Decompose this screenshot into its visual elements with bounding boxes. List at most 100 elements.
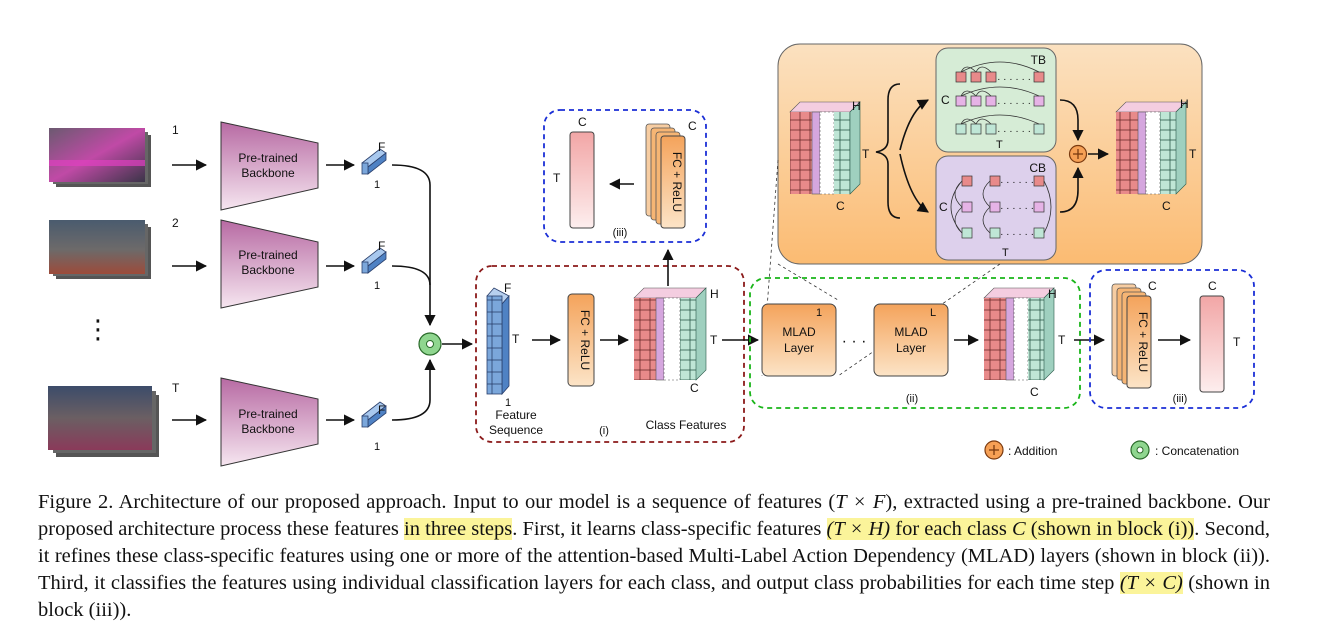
- svg-text:1: 1: [816, 307, 822, 319]
- frame-stack-T: [48, 386, 159, 457]
- feat-dim-label: F: [378, 140, 385, 154]
- svg-text:Layer: Layer: [784, 341, 814, 355]
- svg-text:Pre-trained: Pre-trained: [238, 151, 297, 165]
- svg-text:C: C: [941, 93, 950, 107]
- svg-text:H: H: [1048, 287, 1057, 301]
- highlight-t-by-c: (T × C): [1119, 572, 1183, 594]
- svg-text:C: C: [939, 200, 948, 214]
- svg-text:· · · · · ·: · · · · · ·: [1000, 203, 1034, 214]
- feature-vector-T: [361, 401, 387, 428]
- block-iii-right-frame: [1089, 269, 1255, 409]
- svg-text:Backbone: Backbone: [241, 263, 295, 277]
- frame-index-1: 1: [172, 123, 179, 137]
- cb-node-grid: [950, 175, 1052, 239]
- svg-text:FC + ReLU: FC + ReLU: [1136, 312, 1150, 372]
- svg-text:T: T: [710, 333, 718, 347]
- svg-text:Backbone: Backbone: [241, 422, 295, 436]
- svg-text:Pre-trained: Pre-trained: [238, 248, 297, 262]
- svg-text:Layer: Layer: [896, 341, 926, 355]
- block-i-label: (i): [599, 425, 609, 437]
- svg-text:C: C: [690, 381, 699, 395]
- svg-text:C: C: [836, 199, 845, 213]
- svg-text:H: H: [1180, 97, 1189, 111]
- feat-len-label: 1: [374, 179, 380, 191]
- mlad-ellipsis: · · ·: [842, 333, 867, 350]
- legend-concatenation-icon: [1130, 440, 1150, 460]
- svg-text:· · · · · ·: · · · · · ·: [1000, 177, 1034, 188]
- svg-text:FC + ReLU: FC + ReLU: [670, 152, 684, 212]
- feature-sequence-caption-2: Sequence: [489, 423, 543, 437]
- addition-icon: [1068, 144, 1088, 164]
- block-iii-top-label: (iii): [613, 227, 628, 239]
- block-i-frame: [475, 265, 745, 443]
- mlad-layer-detail-panel: [777, 43, 1203, 265]
- svg-text:T: T: [553, 171, 561, 185]
- svg-text:1: 1: [374, 280, 380, 292]
- block-iii-right-label: (iii): [1173, 393, 1188, 405]
- svg-text:Pre-trained: Pre-trained: [238, 407, 297, 421]
- highlight-three-steps: in three steps: [404, 518, 513, 540]
- svg-text:· · · · · ·: · · · · · ·: [997, 126, 1031, 137]
- frame-index-T: T: [172, 381, 180, 395]
- output-probabilities-top: [569, 131, 595, 229]
- svg-text:F: F: [378, 239, 385, 253]
- block-ii-label: (ii): [906, 393, 918, 405]
- concatenation-icon: [418, 332, 442, 356]
- svg-text:Backbone: Backbone: [241, 166, 295, 180]
- svg-text:T: T: [1002, 247, 1009, 259]
- backbone-2: Pre-trained Backbone: [220, 219, 319, 309]
- class-features-caption: Class Features: [646, 418, 727, 432]
- svg-text:H: H: [852, 99, 861, 113]
- svg-text:1: 1: [374, 441, 380, 453]
- frame-stack-1: [49, 128, 151, 187]
- backbone-1: Pre-trained Backbone: [220, 121, 319, 211]
- fc-relu-stack-top: FC + ReLU: [645, 123, 686, 229]
- class-features-tensor: [633, 287, 707, 381]
- legend-concatenation-label: : Concatenation: [1155, 444, 1239, 458]
- legend-addition-icon: [984, 440, 1004, 460]
- svg-text:H: H: [710, 287, 719, 301]
- fc-relu-block-i: FC + ReLU: [567, 293, 595, 387]
- svg-text:F: F: [378, 403, 385, 417]
- frame-stack-2: [49, 220, 151, 279]
- svg-text:C: C: [1030, 385, 1039, 399]
- svg-text:FC + ReLU: FC + ReLU: [578, 310, 592, 370]
- svg-text:C: C: [1148, 279, 1157, 293]
- frames-vertical-ellipsis: ⋮: [85, 314, 111, 344]
- feature-vector-2: [361, 247, 387, 274]
- svg-text:T: T: [996, 139, 1003, 151]
- legend-addition-label: : Addition: [1008, 444, 1057, 458]
- svg-text:MLAD: MLAD: [782, 325, 816, 339]
- svg-text:F: F: [504, 281, 511, 295]
- tb-label: TB: [1031, 53, 1046, 67]
- svg-text:1: 1: [505, 397, 511, 409]
- svg-text:· · · · · ·: · · · · · ·: [997, 98, 1031, 109]
- zoom-output-tensor: [1115, 101, 1187, 195]
- output-probabilities-right: [1199, 295, 1225, 393]
- feature-vector-1: [361, 148, 387, 175]
- svg-text:C: C: [1162, 199, 1171, 213]
- cb-label: CB: [1029, 161, 1046, 175]
- architecture-diagram: 1 2 ⋮ T Pre-trained Backbone Pre-trained…: [48, 43, 1255, 467]
- svg-text:MLAD: MLAD: [894, 325, 928, 339]
- svg-text:T: T: [1189, 147, 1197, 161]
- feature-sequence-tensor: [486, 287, 510, 396]
- svg-text:· · · · · ·: · · · · · ·: [997, 74, 1031, 85]
- refined-class-features-tensor: [983, 287, 1055, 381]
- feature-sequence-caption-1: Feature: [495, 408, 537, 422]
- block-ii-frame: [749, 277, 1081, 409]
- figure-caption: Figure 2. Architecture of our proposed a…: [38, 491, 1270, 621]
- svg-text:T: T: [862, 147, 870, 161]
- tb-node-grid: [955, 61, 1045, 135]
- svg-text:T: T: [1058, 333, 1066, 347]
- svg-text:C: C: [688, 119, 697, 133]
- mlad-layer-L: MLAD Layer: [873, 303, 949, 377]
- backbone-T: Pre-trained Backbone: [220, 377, 319, 467]
- fc-relu-stack-right: FC + ReLU: [1111, 283, 1152, 389]
- svg-text:· · · · · ·: · · · · · ·: [1000, 229, 1034, 240]
- svg-text:C: C: [1208, 279, 1217, 293]
- svg-text:L: L: [930, 307, 936, 319]
- zoom-input-tensor: [789, 101, 861, 195]
- highlight-t-by-h: (T × H): [826, 518, 891, 540]
- mlad-layer-1: MLAD Layer: [761, 303, 837, 377]
